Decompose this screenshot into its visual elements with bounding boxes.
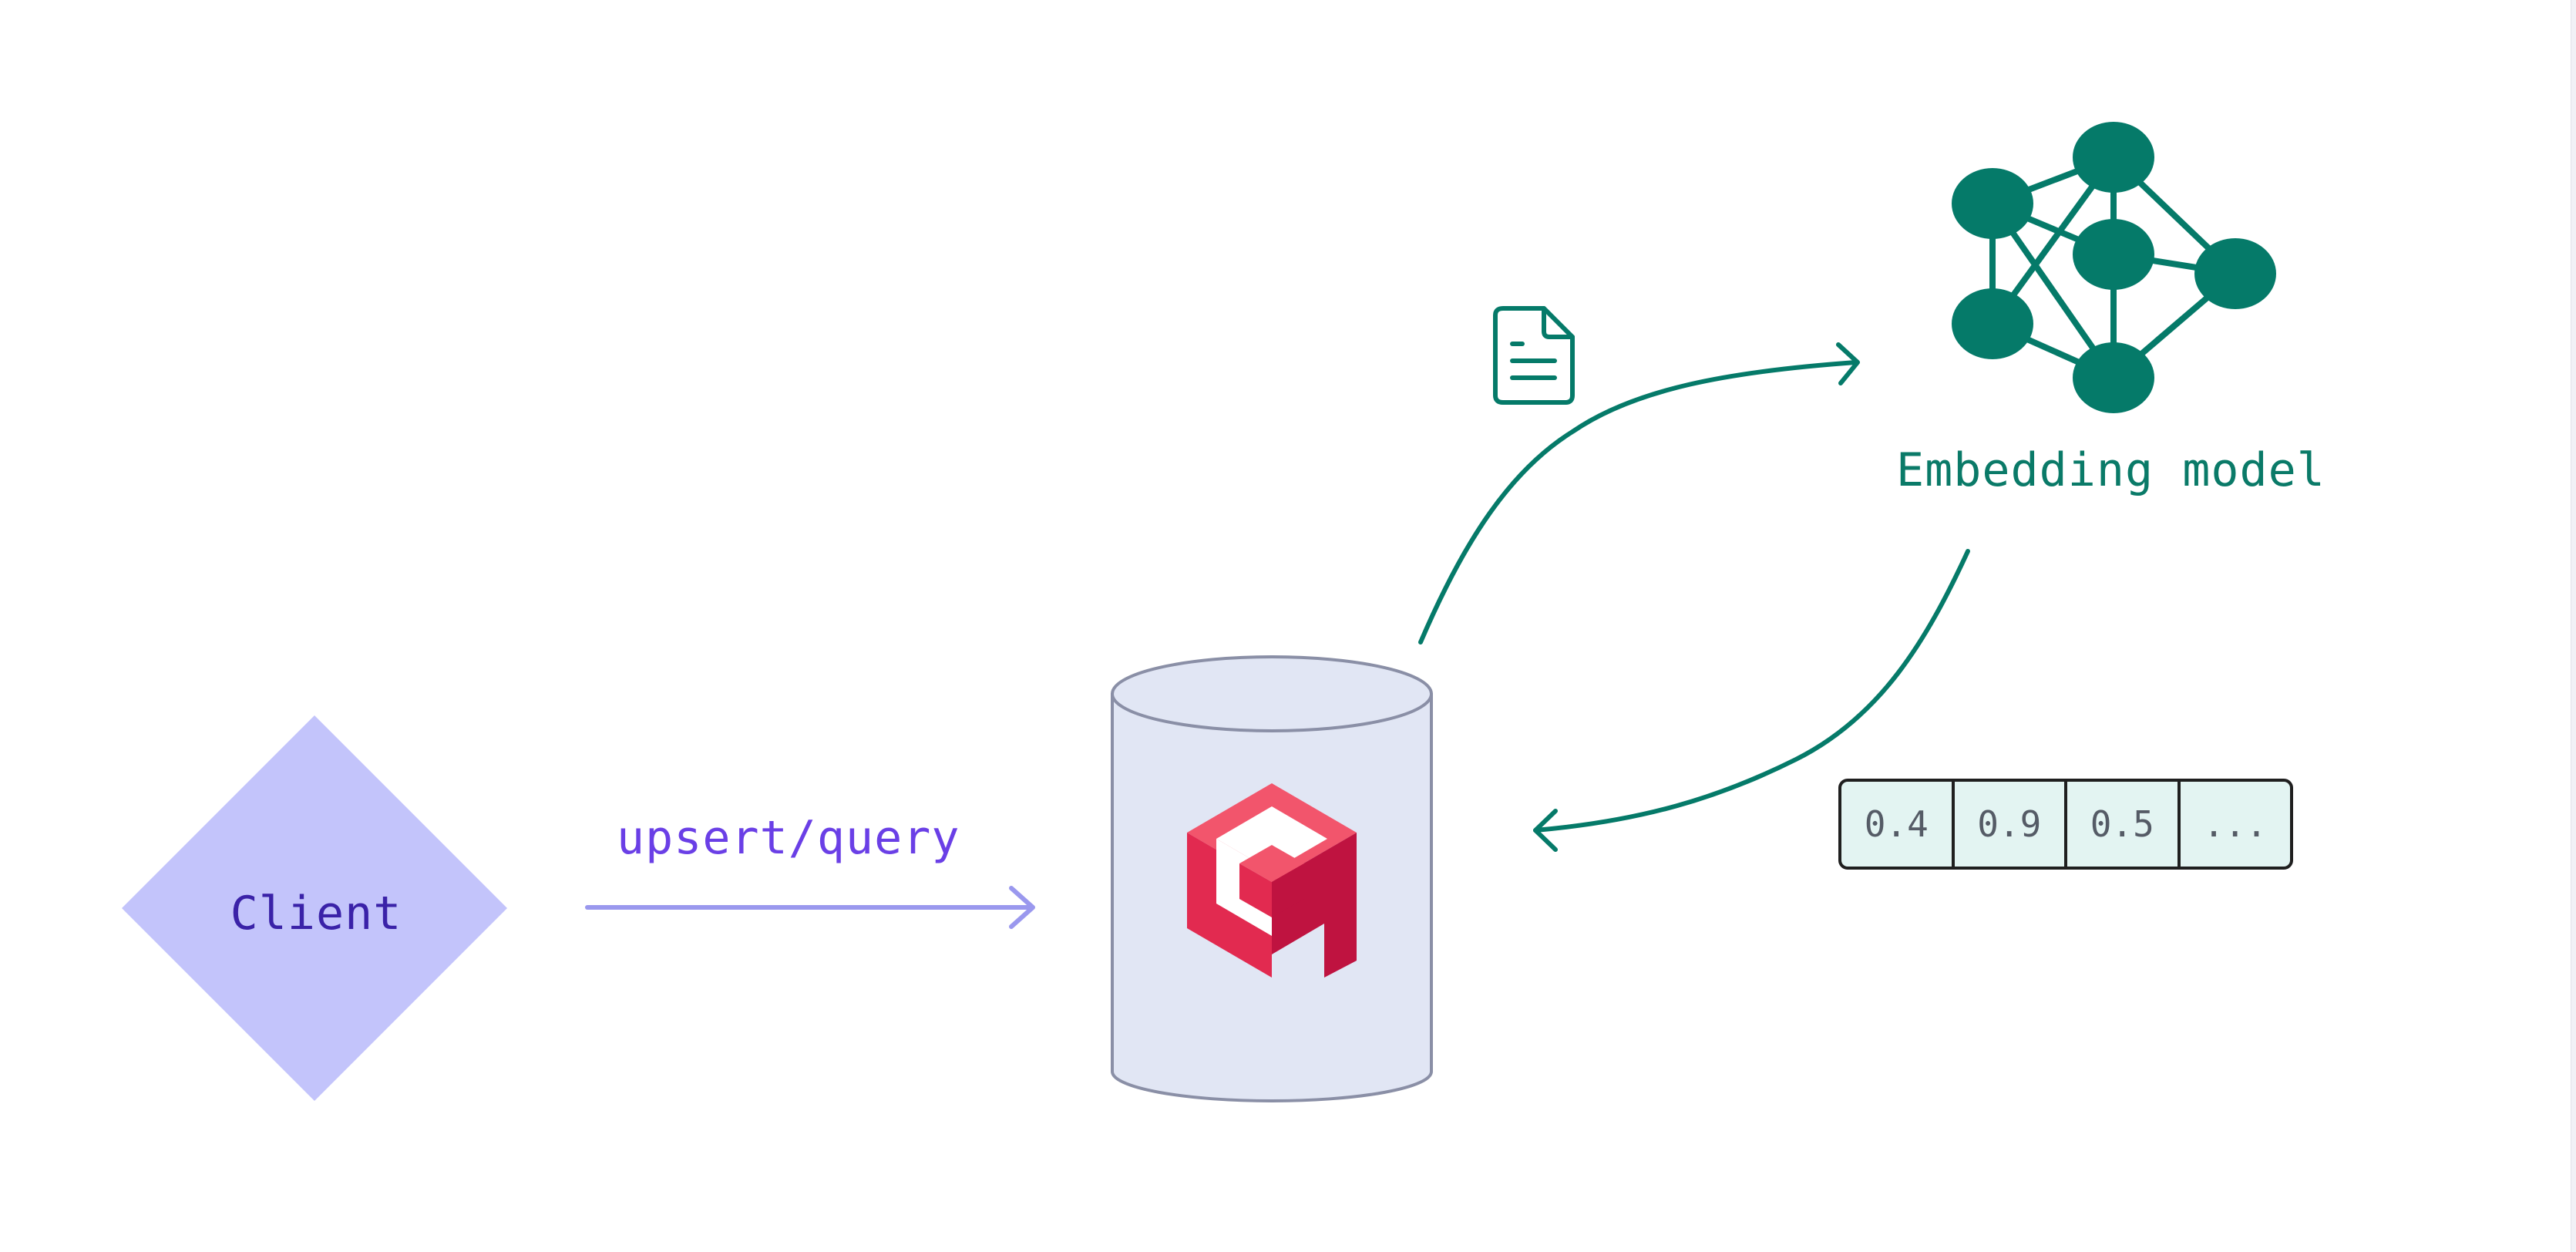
vector-cell: 0.4	[1841, 782, 1955, 867]
client-to-db-arrow	[585, 886, 1035, 929]
vector-cell: 0.5	[2067, 782, 2181, 867]
model-to-db-arrow	[1533, 549, 1970, 852]
neural-network-icon[interactable]	[1952, 122, 2276, 413]
upsert-query-label: upsert/query	[617, 811, 960, 865]
db-to-model-arrow	[1418, 342, 1860, 645]
embedding-vector: 0.4 0.9 0.5 ...	[1838, 779, 2293, 870]
page-edge-divider	[2571, 0, 2576, 1252]
vector-cell: 0.9	[1955, 782, 2067, 867]
client-label: Client	[230, 887, 402, 941]
qdrant-logo-icon	[1187, 783, 1357, 978]
vector-cell-ellipsis: ...	[2203, 803, 2268, 845]
document-icon	[1493, 306, 1575, 405]
embedding-model-label: Embedding model	[1896, 443, 2325, 497]
client-node-shape[interactable]	[122, 715, 507, 1101]
